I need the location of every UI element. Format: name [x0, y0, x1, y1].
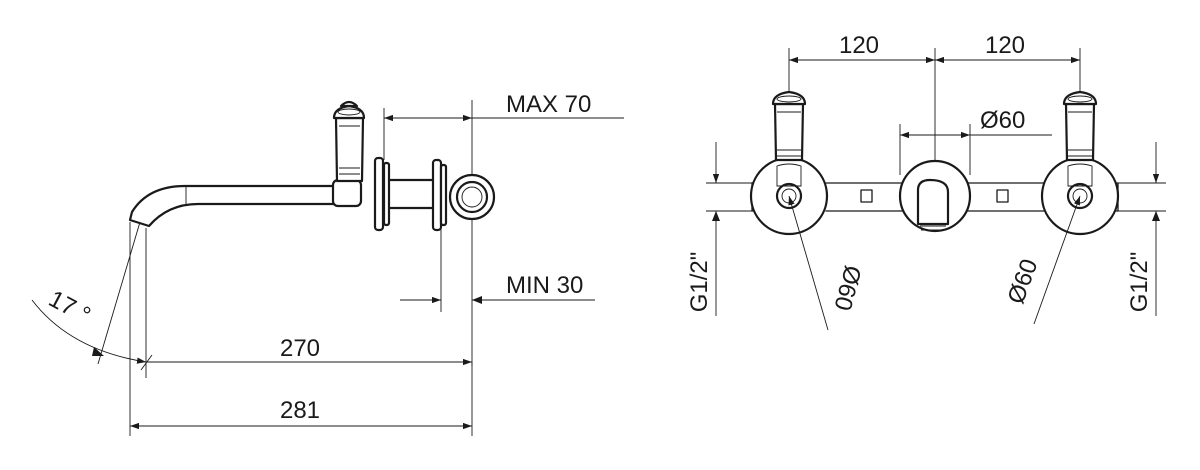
right-valve: [1040, 90, 1120, 236]
side-handle: [331, 100, 366, 208]
dim-min: MIN 30: [400, 218, 595, 366]
dim-angle: 17 °: [31, 221, 147, 365]
dim-dia-top: Ø60: [899, 107, 1052, 175]
front-view: 120 120 Ø60 Ø60 Ø60 G1/2": [686, 32, 1166, 331]
center-spout: [898, 159, 972, 233]
dim-270: 270: [140, 228, 472, 378]
thread-left-label: G1/2": [686, 252, 713, 313]
spout: [128, 184, 340, 228]
side-view: MAX 70 MIN 30 270 281: [31, 91, 624, 436]
len-outer-label: 281: [280, 397, 320, 424]
dim-thread-left: G1/2": [686, 142, 752, 316]
angle-label: 17 °: [44, 285, 95, 329]
dia-right-label: Ø60: [1003, 255, 1044, 307]
dim-281: 281: [129, 222, 473, 436]
max-label: MAX 70: [506, 91, 591, 118]
min-label: MIN 30: [506, 272, 583, 299]
dim-max: MAX 70: [383, 91, 624, 175]
spacing-left-label: 120: [839, 32, 879, 59]
wall-body: [373, 156, 496, 232]
len-inner-label: 270: [280, 335, 320, 362]
dia-top-label: Ø60: [980, 107, 1025, 134]
thread-right-label: G1/2": [1126, 252, 1153, 313]
dia-left-label: Ø60: [828, 263, 866, 314]
dim-thread-right: G1/2": [1118, 142, 1166, 316]
left-valve: [749, 90, 829, 236]
dim-spacing: 120 120: [788, 32, 1081, 160]
spacing-right-label: 120: [985, 32, 1025, 59]
